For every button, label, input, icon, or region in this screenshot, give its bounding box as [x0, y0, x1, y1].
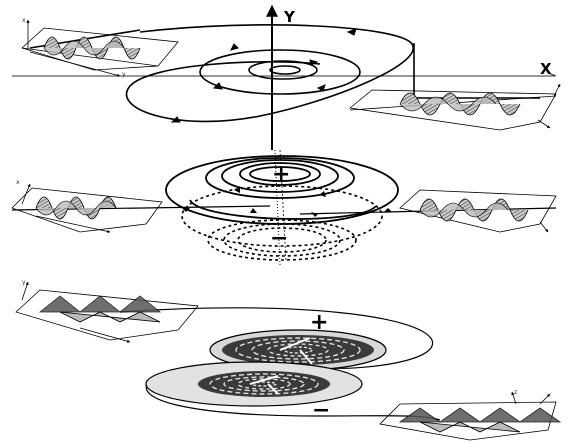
wave-packet-top-right	[350, 84, 560, 130]
wave-axis-y-label: y	[122, 72, 126, 78]
wave-packet-top-left	[22, 20, 178, 76]
y-axis-label: Y	[284, 10, 295, 25]
minus-sign-disc: −	[312, 400, 330, 422]
wave-axis-z-label: z	[514, 390, 517, 396]
wave-axis-x-label-2: x	[16, 180, 20, 186]
wave-axis-y-label-3: y	[22, 280, 26, 286]
wave-packet-mid-right	[400, 190, 556, 232]
wave-packet-bottom-left	[16, 282, 198, 342]
panel-discs	[16, 282, 560, 440]
minus-sign-rings: −	[270, 228, 288, 250]
wave-axis-x-label: x	[22, 18, 26, 24]
plus-sign-rings: +	[272, 164, 290, 186]
x-axis-label: X	[540, 62, 552, 77]
plus-sign-disc: +	[310, 312, 328, 334]
